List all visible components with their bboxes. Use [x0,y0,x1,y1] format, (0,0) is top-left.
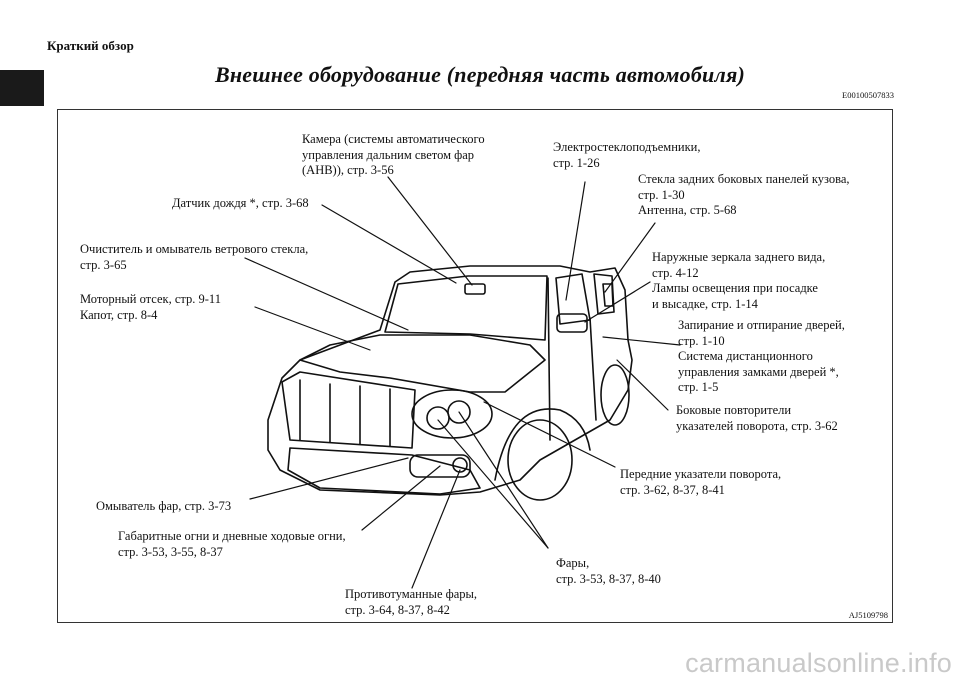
leader-fog-lamps [411,469,461,589]
leader-position-lamps [361,465,441,531]
callout-position-lamps: Габаритные огни и дневные ходовые огни,с… [118,529,346,559]
leader-camera [387,176,473,286]
front-grille [281,371,416,449]
leader-side-repeaters [616,359,669,411]
grille-bars [299,379,391,447]
figure-code: AJ5109798 [848,610,888,620]
front-wheel [507,419,573,501]
callout-rain-sensor: Датчик дождя *, стр. 3-68 [172,196,309,210]
leader-locks [602,336,681,346]
watermark: carmanualsonline.info [685,648,952,678]
callout-front-turn: Передние указатели поворота,стр. 3-62, 8… [620,467,782,497]
leader-rear-glass [604,222,656,293]
callout-headlamps: Фары,стр. 3-53, 8-37, 8-40 [556,556,661,586]
leader-rain-sensor [321,204,457,284]
leader-headlamp-left [437,419,549,549]
leader-wiper [244,257,409,331]
vehicle-body-outline [267,265,633,496]
leader-mirrors [584,281,651,323]
leader-front-turn [483,401,616,468]
headlamp-inner-left [426,406,450,430]
section-label: Краткий обзор [47,38,134,53]
front-wheel-arch [494,408,591,481]
callout-rear-glass: Стекла задних боковых панелей кузова,стр… [638,172,850,217]
callout-wiper: Очиститель и омыватель ветрового стекла,… [80,242,309,272]
headlamp-inner-right [447,400,471,424]
callout-fog-lamps: Противотуманные фары,стр. 3-64, 8-37, 8-… [345,587,478,617]
leader-windows [565,181,586,301]
windshield-camera [464,283,486,295]
leader-lines [244,176,681,589]
front-bumper [287,447,481,495]
front-side-window [555,273,591,325]
rear-side-window [593,273,615,315]
figure-frame [57,109,893,623]
hood-outline [299,334,546,393]
fog-lamp-housing [409,454,471,478]
section-tab-marker [0,70,44,106]
windshield [384,275,548,341]
leader-headlamp-washer [249,457,409,500]
callout-windows: Электростеклоподъемники,стр. 1-26 [553,140,701,170]
headlamp-outline [411,389,493,439]
side-mirror [556,313,588,333]
document-code: E00100507833 [842,90,894,100]
door-line [547,277,597,441]
rear-quarter-window [602,283,614,307]
callout-headlamp-washer: Омыватель фар, стр. 3-73 [96,499,232,513]
fog-lamp [452,457,468,473]
leader-headlamp-right [458,411,549,549]
page-title: Внешнее оборудование (передняя часть авт… [214,62,746,87]
rear-wheel [600,364,630,426]
leader-engine [254,306,371,351]
